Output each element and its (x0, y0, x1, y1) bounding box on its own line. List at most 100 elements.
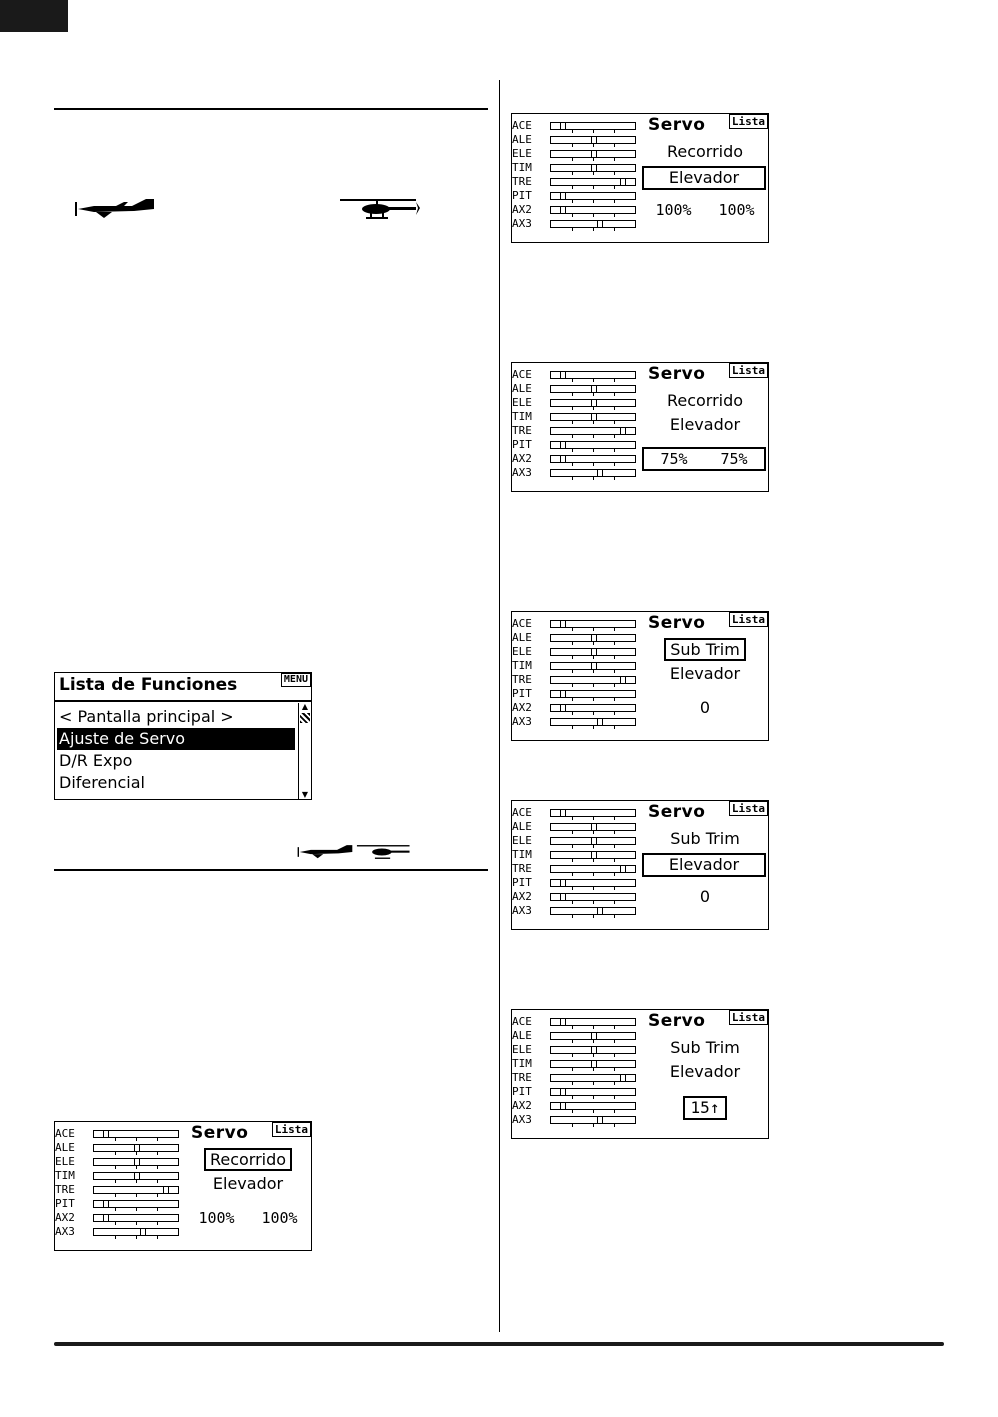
helicopter-icon (340, 199, 420, 219)
channel-position-marker (559, 1088, 566, 1096)
channel-position-marker (102, 1214, 109, 1222)
lista-badge[interactable]: Lista (271, 1122, 311, 1137)
tick-mark (614, 407, 615, 410)
channel-label-tre: TRE (55, 1183, 75, 1196)
travel-values[interactable]: 100%100% (642, 200, 768, 220)
recorrido-field[interactable]: Recorrido (666, 391, 744, 410)
tick-mark (572, 393, 573, 396)
channel-label-ale: ALE (512, 1029, 532, 1042)
elevador-field[interactable]: Elevador (669, 415, 741, 434)
list-item-differential[interactable]: Diferencial (59, 773, 145, 792)
channel-bar-ax2 (550, 206, 636, 217)
tick-mark (614, 698, 615, 701)
channel-bar-ace (550, 620, 636, 631)
scroll-down-icon[interactable]: ▼ (301, 790, 309, 799)
channel-bar-tim (93, 1172, 179, 1183)
tick-mark (572, 1096, 573, 1099)
menu-badge[interactable]: MENU (280, 673, 311, 687)
subtrim-field[interactable]: Sub Trim (642, 638, 768, 661)
channel-label-ele: ELE (512, 396, 532, 409)
scroll-up-icon[interactable]: ▲ (301, 702, 309, 711)
tick-mark (593, 831, 594, 834)
tick-mark (593, 421, 594, 424)
tick-mark (593, 186, 594, 189)
channel-label-ax2: AX2 (512, 452, 532, 465)
subtrim-value[interactable]: 0 (642, 887, 768, 907)
channel-position-marker (139, 1228, 146, 1236)
channel-label-ax3: AX3 (512, 217, 532, 230)
tick-mark (593, 1096, 594, 1099)
tick-mark (572, 228, 573, 231)
channel-label-pit: PIT (512, 189, 532, 202)
elevador-field[interactable]: Elevador (212, 1174, 284, 1193)
recorrido-field[interactable]: Recorrido (666, 142, 744, 161)
tick-mark (572, 817, 573, 820)
tick-mark (572, 698, 573, 701)
channel-position-marker (591, 648, 597, 656)
travel-values[interactable]: 75%75% (642, 447, 766, 471)
tick-mark (614, 463, 615, 466)
list-item-dr-expo[interactable]: D/R Expo (59, 751, 133, 770)
tick-mark (572, 407, 573, 410)
arrow-up-icon: ↑ (709, 1098, 720, 1117)
lista-badge[interactable]: Lista (728, 114, 768, 129)
tick-mark (157, 1180, 158, 1183)
tick-mark (614, 726, 615, 729)
tick-mark (572, 200, 573, 203)
channel-position-marker (591, 150, 597, 158)
tick-mark (593, 200, 594, 203)
channel-label-ele: ELE (512, 645, 532, 658)
channel-bar-ax3 (550, 1116, 636, 1127)
tick-mark (572, 477, 573, 480)
subtrim-value[interactable]: 15↑ (642, 1096, 768, 1120)
channel-label-tim: TIM (512, 848, 532, 861)
channel-label-ace: ACE (512, 119, 532, 132)
scrollbar[interactable]: ▲ ▼ (298, 703, 311, 799)
channel-position-marker (591, 837, 597, 845)
subtrim-value-box[interactable]: 15↑ (682, 1096, 728, 1120)
channel-position-marker (620, 178, 627, 186)
tick-mark (572, 684, 573, 687)
channel-position-marker (559, 455, 566, 463)
list-item-servo-setup[interactable]: Ajuste de Servo (57, 728, 295, 750)
elevador-field[interactable]: Elevador (642, 166, 766, 190)
channel-label-ale: ALE (512, 631, 532, 644)
tick-mark (593, 684, 594, 687)
channel-position-marker (620, 865, 627, 873)
subtrim-value[interactable]: 0 (642, 698, 768, 718)
channel-bar-tre (550, 676, 636, 687)
channel-bar-ace (550, 122, 636, 133)
channel-position-marker (559, 1018, 566, 1026)
travel-values[interactable]: 100%100% (185, 1208, 311, 1228)
channel-bar-pit (93, 1200, 179, 1211)
tick-mark (572, 1026, 573, 1029)
lista-badge[interactable]: Lista (728, 363, 768, 378)
tick-mark (593, 1040, 594, 1043)
tick-mark (157, 1152, 158, 1155)
tick-mark (136, 1166, 137, 1169)
lista-badge[interactable]: Lista (728, 1010, 768, 1025)
scroll-thumb[interactable] (300, 713, 310, 723)
tick-mark (572, 859, 573, 862)
elevador-field[interactable]: Elevador (642, 853, 766, 877)
lista-badge[interactable]: Lista (728, 612, 768, 627)
subtrim-field[interactable]: Sub Trim (670, 1038, 740, 1057)
list-item-main-screen[interactable]: < Pantalla principal > (59, 707, 234, 726)
tick-mark (593, 901, 594, 904)
tick-mark (614, 449, 615, 452)
airplane-icon (297, 845, 353, 859)
channel-bar-ace (550, 1018, 636, 1029)
channel-bar-pit (550, 1088, 636, 1099)
recorrido-field[interactable]: Recorrido (185, 1148, 311, 1171)
subtrim-field-text: Sub Trim (664, 638, 746, 661)
channel-bar-pit (550, 441, 636, 452)
elevador-field[interactable]: Elevador (669, 664, 741, 683)
lista-badge[interactable]: Lista (728, 801, 768, 816)
tick-mark (614, 901, 615, 904)
channel-position-marker (559, 704, 566, 712)
elevador-field[interactable]: Elevador (669, 1062, 741, 1081)
channel-bar-tre (550, 865, 636, 876)
subtrim-field[interactable]: Sub Trim (670, 829, 740, 848)
